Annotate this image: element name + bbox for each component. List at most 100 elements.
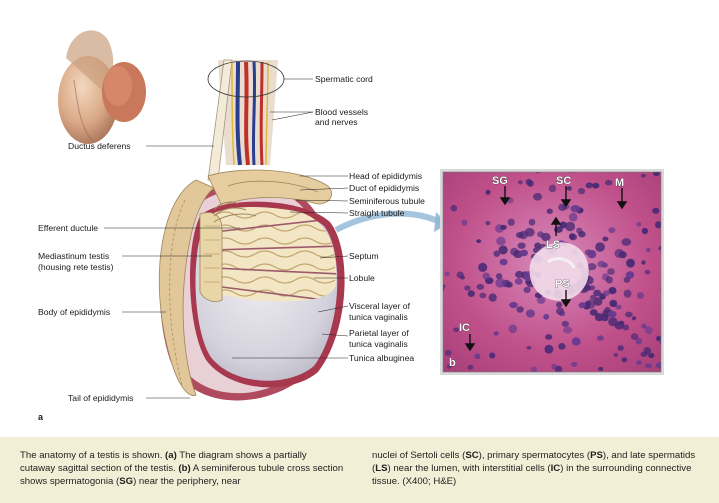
nucleus xyxy=(626,258,635,268)
nucleus xyxy=(467,364,474,370)
label-ductus-deferens: Ductus deferens xyxy=(68,141,131,151)
nucleus xyxy=(615,304,622,310)
nucleus xyxy=(587,250,597,259)
nucleus xyxy=(655,221,661,229)
nucleus xyxy=(674,352,681,359)
label-tail-epididymis: Tail of epididymis xyxy=(68,393,133,403)
nucleus xyxy=(608,227,616,234)
nucleus xyxy=(584,300,591,307)
nucleus xyxy=(556,301,563,308)
nucleus xyxy=(621,238,632,246)
nucleus xyxy=(548,184,557,193)
caption-column-2: nuclei of Sertoli cells (SC), primary sp… xyxy=(372,449,702,488)
nucleus xyxy=(593,297,603,306)
nucleus xyxy=(644,269,651,275)
caption-run: (a) xyxy=(165,450,177,461)
nucleus xyxy=(608,287,617,295)
nucleus xyxy=(621,357,628,363)
nucleus xyxy=(446,364,452,369)
caption-run: ), and late spermatids ( xyxy=(372,450,696,474)
nucleus xyxy=(571,337,581,346)
nucleus xyxy=(546,208,553,214)
nucleus xyxy=(493,331,499,336)
nucleus xyxy=(525,309,535,318)
nucleus xyxy=(468,389,475,396)
lobules xyxy=(205,207,337,302)
label-efferent-ductule: Efferent ductule xyxy=(38,223,98,233)
nucleus xyxy=(679,222,686,228)
nucleus xyxy=(691,200,696,205)
nucleus xyxy=(635,337,643,345)
caption-run: IC xyxy=(550,463,561,474)
nucleus xyxy=(495,278,506,288)
caption-run: The diagram shows a partially cutaway sa… xyxy=(20,450,307,474)
nucleus xyxy=(464,285,471,291)
nucleus xyxy=(617,345,624,351)
nucleus xyxy=(565,221,576,232)
nucleus xyxy=(648,352,655,359)
nucleus xyxy=(614,248,625,258)
tag-m: M xyxy=(615,177,624,189)
caption-run: SC xyxy=(465,450,479,461)
nucleus xyxy=(655,362,661,369)
caption-run: ) in the surrounding connective tissue. … xyxy=(372,463,692,487)
nucleus xyxy=(641,173,646,178)
caption-run: SG xyxy=(119,476,134,487)
caption-column-1: The anatomy of a testis is shown. (a) Th… xyxy=(20,449,344,488)
nucleus xyxy=(577,187,586,195)
tag-ic: IC xyxy=(459,322,470,334)
nucleus xyxy=(500,224,507,230)
nucleus xyxy=(544,344,554,354)
caption-run: ), primary spermatocytes ( xyxy=(478,450,591,461)
caption-run: (b) xyxy=(178,463,191,474)
nucleus xyxy=(569,233,577,241)
nucleus xyxy=(474,378,481,384)
label-mediastinum-testis: Mediastinum testis xyxy=(38,251,109,261)
nucleus xyxy=(558,148,564,153)
nucleus xyxy=(465,158,470,162)
nucleus xyxy=(540,387,547,394)
nucleus xyxy=(498,245,508,255)
caption-run: The anatomy of a testis is shown. xyxy=(20,450,166,461)
label-spermatic-cord: Spermatic cord xyxy=(315,74,373,84)
nucleus xyxy=(597,335,604,341)
nucleus xyxy=(425,286,431,292)
nucleus xyxy=(693,245,697,249)
nucleus xyxy=(619,377,625,383)
nucleus xyxy=(576,150,581,154)
nucleus xyxy=(423,303,428,307)
nucleus xyxy=(594,313,604,322)
nucleus xyxy=(514,154,521,160)
nucleus xyxy=(461,381,467,386)
nucleus xyxy=(563,326,573,334)
nucleus xyxy=(653,172,660,177)
nucleus xyxy=(602,290,610,297)
nucleus xyxy=(622,324,630,331)
nucleus xyxy=(508,324,518,334)
nucleus xyxy=(641,227,649,235)
nucleus xyxy=(556,307,565,315)
nucleus xyxy=(585,182,593,189)
nucleus xyxy=(499,258,508,266)
nucleus xyxy=(514,278,523,285)
nucleus xyxy=(681,333,687,338)
mediastinum-testis xyxy=(199,212,223,302)
nucleus xyxy=(622,135,629,141)
nucleus xyxy=(559,221,567,229)
nucleus xyxy=(527,139,533,145)
caption-run: A seminiferous tubule cross section show… xyxy=(20,463,344,487)
label-blood-vessels: Blood vessels xyxy=(315,107,368,117)
nucleus xyxy=(496,236,506,246)
figure-caption: The anatomy of a testis is shown. (a) Th… xyxy=(0,437,719,503)
nucleus xyxy=(605,276,613,284)
nucleus xyxy=(625,271,635,279)
nucleus xyxy=(666,259,672,265)
nucleus xyxy=(530,366,537,372)
nucleus xyxy=(493,250,501,257)
nucleus xyxy=(526,345,532,350)
nucleus xyxy=(589,309,598,316)
nucleus xyxy=(558,343,566,350)
nucleus xyxy=(698,212,704,217)
caption-text-2: nuclei of Sertoli cells (SC), primary sp… xyxy=(372,450,695,487)
caption-run: ) near the periphery, near xyxy=(133,476,241,487)
